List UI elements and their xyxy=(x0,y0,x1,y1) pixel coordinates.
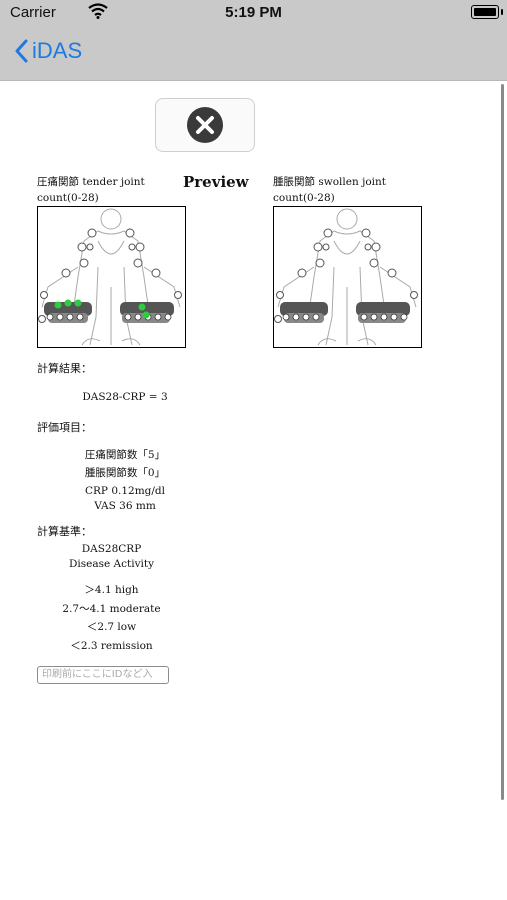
id-input-field[interactable]: 印刷前にここにIDなど入 xyxy=(37,666,169,684)
tender-joint-figure xyxy=(37,206,186,348)
criteria-subtitle: Disease Activity xyxy=(68,558,155,570)
status-bar: Carrier 5:19 PM xyxy=(0,0,507,26)
criteria-heading: 計算基準： xyxy=(37,525,92,538)
tender-caption: 圧痛関節 tender joint count(0-28) xyxy=(37,176,145,204)
wifi-icon xyxy=(88,3,108,23)
close-icon xyxy=(187,107,223,143)
criteria-moderate: 2.7〜4.1 moderate xyxy=(62,603,161,615)
swollen-joint-figure xyxy=(273,206,422,348)
criteria-high: ＞4.1 high xyxy=(84,584,139,596)
back-button[interactable]: iDAS xyxy=(14,38,82,64)
clock: 5:19 PM xyxy=(225,4,282,21)
crp-value: CRP 0.12mg/dl xyxy=(84,485,166,497)
swollen-count: 腫脹関節数「0」 xyxy=(84,467,166,479)
preview-title: Preview xyxy=(183,173,249,191)
tender-count: 圧痛関節数「5」 xyxy=(84,449,166,461)
evaluation-heading: 評価項目： xyxy=(37,421,92,434)
close-button[interactable] xyxy=(155,98,255,152)
navigation-bar: iDAS xyxy=(0,26,507,81)
das28-result: DAS28-CRP = 3 xyxy=(82,391,168,403)
back-button-label: iDAS xyxy=(32,38,83,63)
criteria-low: ＜2.7 low xyxy=(86,621,137,633)
scrollbar[interactable] xyxy=(501,84,504,800)
vas-value: VAS 36 mm xyxy=(94,500,156,512)
swollen-caption: 腫脹関節 swollen joint count(0-28) xyxy=(273,176,386,204)
chevron-left-icon xyxy=(15,39,28,63)
body-diagram-icon xyxy=(38,208,182,346)
criteria-remission: ＜2.3 remission xyxy=(70,640,153,652)
carrier-label: Carrier xyxy=(10,4,56,21)
results-heading: 計算結果： xyxy=(37,362,92,375)
battery-icon xyxy=(471,5,503,19)
criteria-name: DAS28CRP xyxy=(81,543,142,555)
body-diagram-icon xyxy=(274,208,418,346)
